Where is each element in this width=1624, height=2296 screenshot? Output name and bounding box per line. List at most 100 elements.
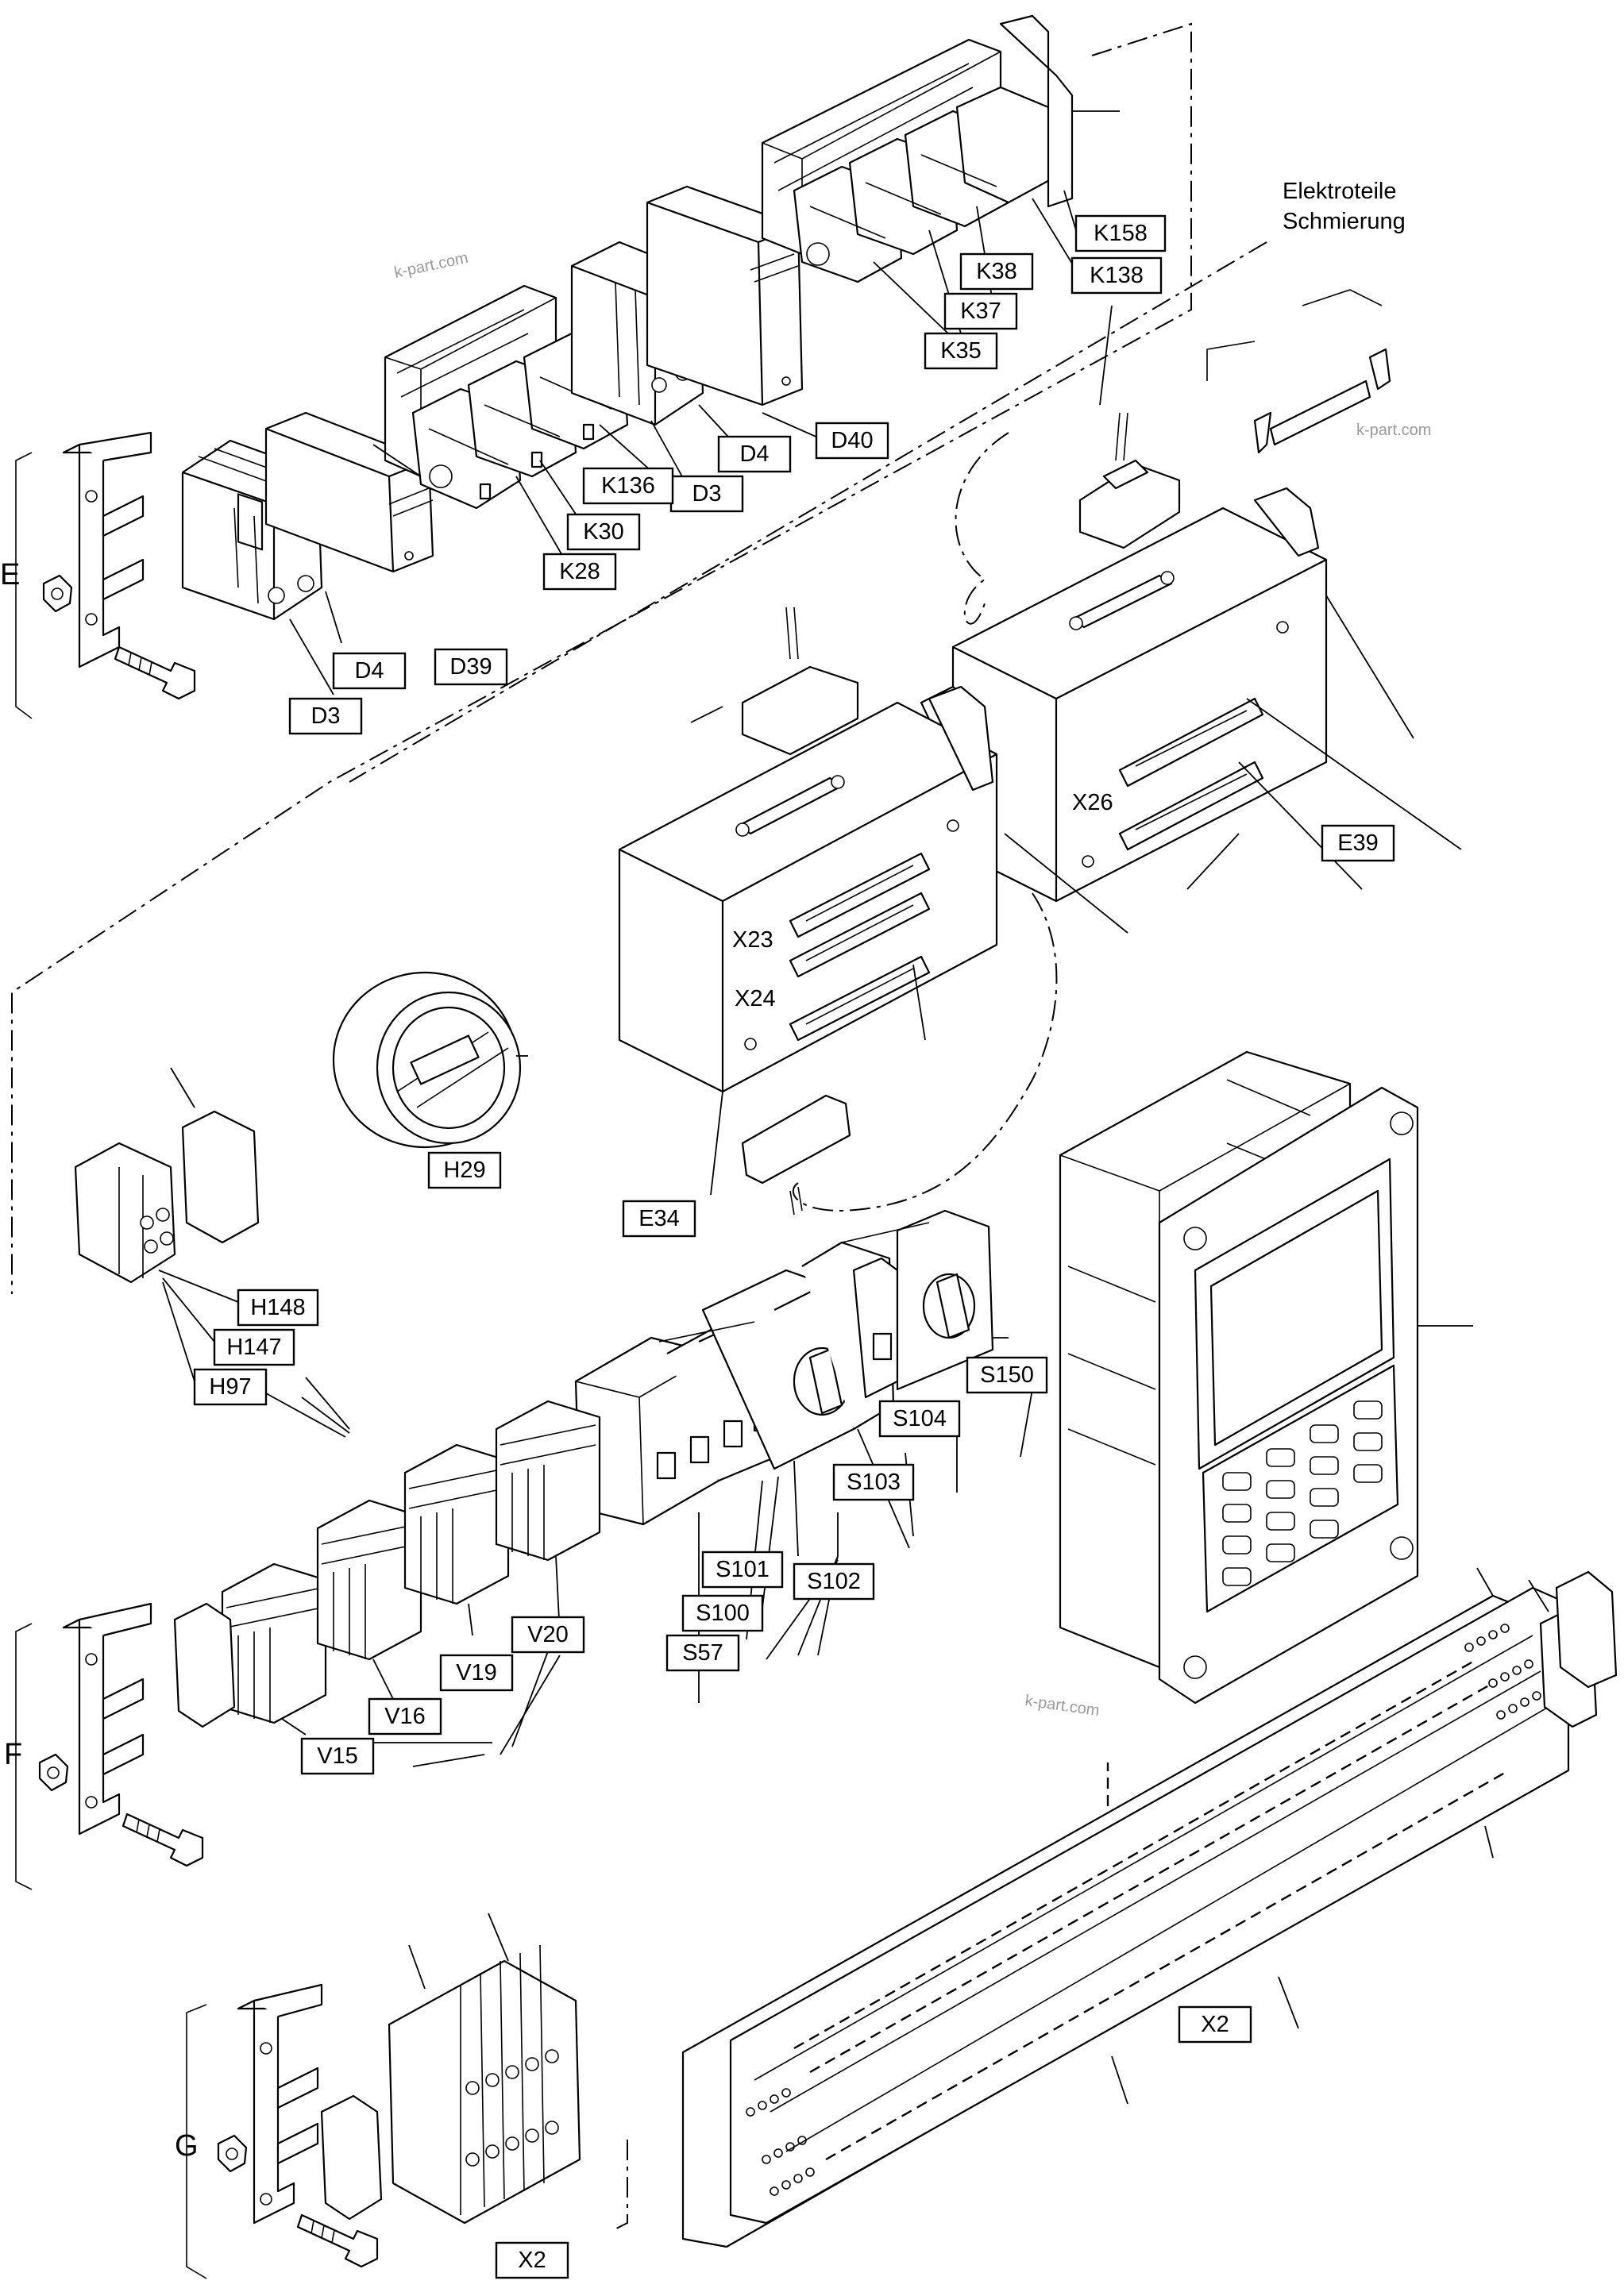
svg-text:K138: K138 [1090, 263, 1144, 288]
label-h147: H147 [213, 1328, 295, 1366]
bolt-icon [296, 2213, 379, 2268]
label-s104: S104 [878, 1400, 961, 1438]
svg-text:E34: E34 [638, 1206, 680, 1231]
label-k38: K38 [959, 252, 1034, 291]
relay-k28-k30-k136 [384, 284, 629, 510]
keypad-icon [1222, 1400, 1383, 1586]
bracket-group-f [15, 1602, 204, 1890]
label-k138: K138 [1070, 256, 1163, 295]
svg-text:D4: D4 [739, 441, 769, 467]
label-h97: H97 [193, 1368, 268, 1406]
label-d3-top: D3 [669, 475, 744, 513]
group-letter-e: E [0, 558, 20, 591]
connector-label-x24: X24 [735, 986, 776, 1011]
cable-plug-upper [1078, 412, 1181, 549]
label-v19: V19 [439, 1654, 514, 1692]
svg-text:X2: X2 [1201, 2012, 1229, 2037]
svg-text:D3: D3 [692, 481, 721, 507]
label-k28: K28 [542, 553, 617, 591]
bracket-group-e [15, 431, 196, 719]
svg-text:K158: K158 [1094, 221, 1148, 246]
connector-box-e34 [618, 685, 998, 1093]
label-s150: S150 [966, 1356, 1048, 1394]
svg-text:S150: S150 [980, 1362, 1034, 1388]
connector-box-e39 [920, 487, 1328, 903]
svg-text:S100: S100 [696, 1601, 750, 1626]
label-h148: H148 [237, 1289, 319, 1327]
terminal-holes-icon [465, 2049, 559, 2167]
label-s101: S101 [701, 1551, 784, 1589]
label-k136: K136 [582, 467, 674, 505]
svg-text:V16: V16 [384, 1704, 426, 1729]
svg-text:H147: H147 [226, 1335, 281, 1360]
svg-text:V20: V20 [527, 1622, 569, 1647]
svg-text:H29: H29 [443, 1158, 485, 1183]
title-line-2: Schmierung [1283, 209, 1406, 234]
svg-text:D3: D3 [311, 703, 340, 729]
svg-text:K28: K28 [559, 559, 600, 584]
label-d4-bottom: D4 [332, 652, 407, 690]
label-s100: S100 [681, 1594, 764, 1632]
svg-text:X2: X2 [518, 2248, 546, 2273]
terminal-strip-x2 [681, 1567, 1618, 2248]
svg-text:S104: S104 [893, 1406, 947, 1431]
watermark-1: k-part.com [392, 249, 469, 282]
label-d40: D40 [815, 422, 889, 460]
label-d4-top: D4 [717, 435, 792, 473]
terminal-holes-icon [746, 1624, 1541, 2196]
label-v15: V15 [300, 1737, 375, 1775]
label-x2-bottom: X2 [495, 2241, 569, 2279]
svg-text:V19: V19 [456, 1660, 497, 1685]
cable-plug-lower [741, 1094, 851, 1215]
svg-text:D40: D40 [831, 428, 873, 453]
label-v20: V20 [511, 1616, 585, 1654]
clip-rail-parts [1206, 289, 1391, 454]
label-x2-right: X2 [1178, 2005, 1252, 2044]
terminal-module-x2-bottom [320, 1913, 581, 2225]
bracket-group-g [186, 1983, 379, 2279]
title-line-1: Elektroteile [1283, 179, 1396, 204]
svg-text:H148: H148 [250, 1295, 305, 1320]
relay-k35-k37-k38-k138-k158 [761, 14, 1074, 283]
gauge-h29 [332, 971, 528, 1149]
svg-text:S57: S57 [682, 1640, 723, 1666]
svg-text:K35: K35 [940, 338, 982, 364]
svg-text:E39: E39 [1337, 830, 1379, 856]
label-e34: E34 [622, 1200, 696, 1238]
label-k30: K30 [566, 513, 641, 551]
bolt-icon [122, 1813, 204, 1867]
label-s103: S103 [832, 1463, 915, 1501]
terminal-h-group [74, 1067, 350, 1438]
label-s102: S102 [793, 1562, 875, 1601]
svg-text:S102: S102 [807, 1569, 861, 1594]
watermark-3: k-part.com [1024, 1692, 1101, 1720]
label-s57: S57 [665, 1634, 740, 1672]
connector-label-x26: X26 [1072, 790, 1113, 815]
group-letter-g: G [175, 2129, 199, 2163]
label-d3-bottom: D3 [288, 697, 363, 735]
group-boundary-lines [11, 22, 1267, 2232]
svg-text:S101: S101 [716, 1557, 770, 1582]
label-e39: E39 [1321, 824, 1395, 862]
label-k158: K158 [1074, 214, 1167, 252]
svg-text:D39: D39 [449, 654, 492, 680]
svg-text:H97: H97 [209, 1374, 251, 1400]
svg-text:S103: S103 [847, 1470, 901, 1495]
label-d39: D39 [434, 648, 508, 686]
label-k35: K35 [924, 332, 998, 370]
label-v16: V16 [368, 1697, 442, 1735]
operator-panel [1059, 1050, 1473, 1705]
svg-text:K37: K37 [960, 299, 1001, 324]
svg-text:D4: D4 [354, 658, 384, 684]
svg-text:K136: K136 [601, 473, 655, 499]
svg-text:K30: K30 [583, 519, 624, 545]
svg-text:K38: K38 [976, 259, 1017, 284]
svg-text:V15: V15 [317, 1743, 358, 1769]
group-letter-f: F [4, 1738, 22, 1771]
switch-modules [574, 1209, 994, 1526]
label-k37: K37 [943, 292, 1018, 330]
watermark-2: k-part.com [1356, 422, 1431, 439]
label-h29: H29 [427, 1151, 502, 1189]
v-modules [173, 1400, 601, 1767]
